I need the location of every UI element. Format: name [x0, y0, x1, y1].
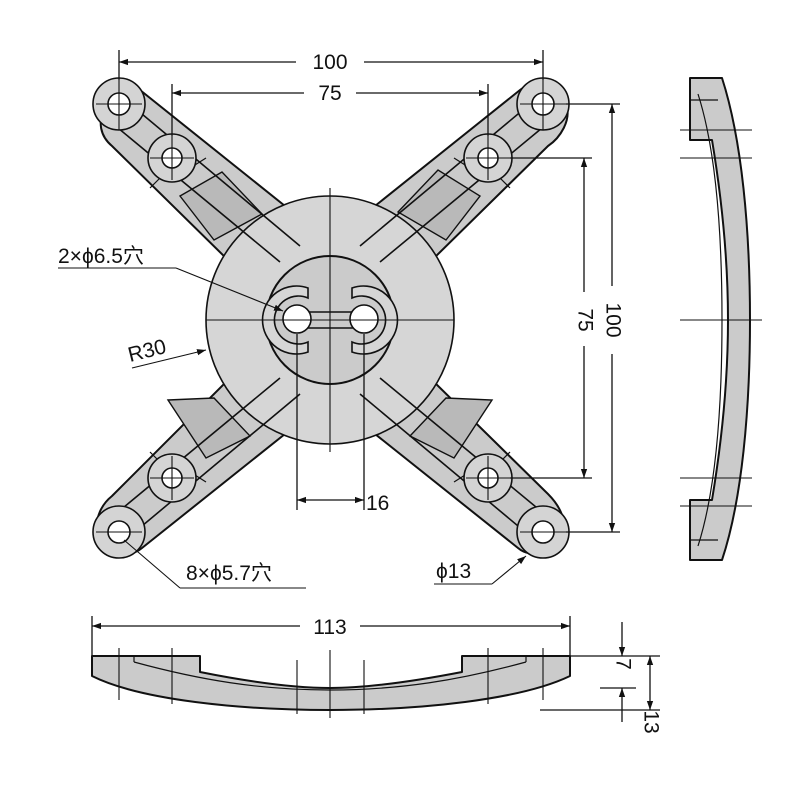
- front-view: 100 75 75 100: [58, 50, 624, 589]
- center-hole-right: [349, 304, 379, 334]
- left-c-slot: [261, 285, 309, 355]
- dim-75-vertical: 75: [510, 157, 596, 479]
- side-profile: [689, 77, 751, 561]
- side-view: [680, 77, 762, 561]
- dim-113-label: 113: [313, 616, 346, 639]
- callout-r30-label: R30: [126, 335, 169, 367]
- callout-r30: R30: [126, 335, 207, 369]
- side-center-lines: [680, 129, 762, 507]
- callout-boss-diameter-label: ϕ13: [436, 560, 471, 583]
- bottom-center-lines: [118, 648, 544, 718]
- right-c-slot: [351, 285, 399, 355]
- dim-75-label: 75: [318, 82, 341, 105]
- dim-16-label: 16: [366, 492, 389, 515]
- callout-mount-holes-label: 8×ϕ5.7穴: [186, 562, 272, 585]
- dim-13-label: 13: [639, 710, 662, 733]
- callout-boss-diameter: ϕ13: [434, 555, 527, 585]
- dim-100-horizontal: 100: [118, 50, 544, 80]
- dim-113: 113: [91, 616, 571, 656]
- callout-center-holes-label: 2×ϕ6.5穴: [58, 245, 144, 268]
- callout-center-holes: 2×ϕ6.5穴: [58, 245, 284, 312]
- dim-16: 16: [296, 334, 389, 515]
- bottom-profile: [91, 655, 571, 711]
- bottom-view: 113 7 13: [91, 616, 662, 734]
- dim-13: 13: [540, 656, 662, 734]
- center-hole-left: [282, 304, 312, 334]
- arm-recesses: [166, 169, 494, 459]
- dim-7: 7: [570, 622, 660, 722]
- dim-100-vertical-label: 100: [601, 302, 624, 337]
- dim-75-horizontal: 75: [171, 82, 489, 136]
- dim-100-vertical: 100: [566, 103, 624, 533]
- dim-7-label: 7: [611, 658, 634, 670]
- dim-100-label: 100: [312, 51, 347, 74]
- front-center-lines: [96, 80, 566, 533]
- dim-75-vertical-label: 75: [573, 308, 596, 331]
- callout-mount-holes: 8×ϕ5.7穴: [123, 539, 306, 589]
